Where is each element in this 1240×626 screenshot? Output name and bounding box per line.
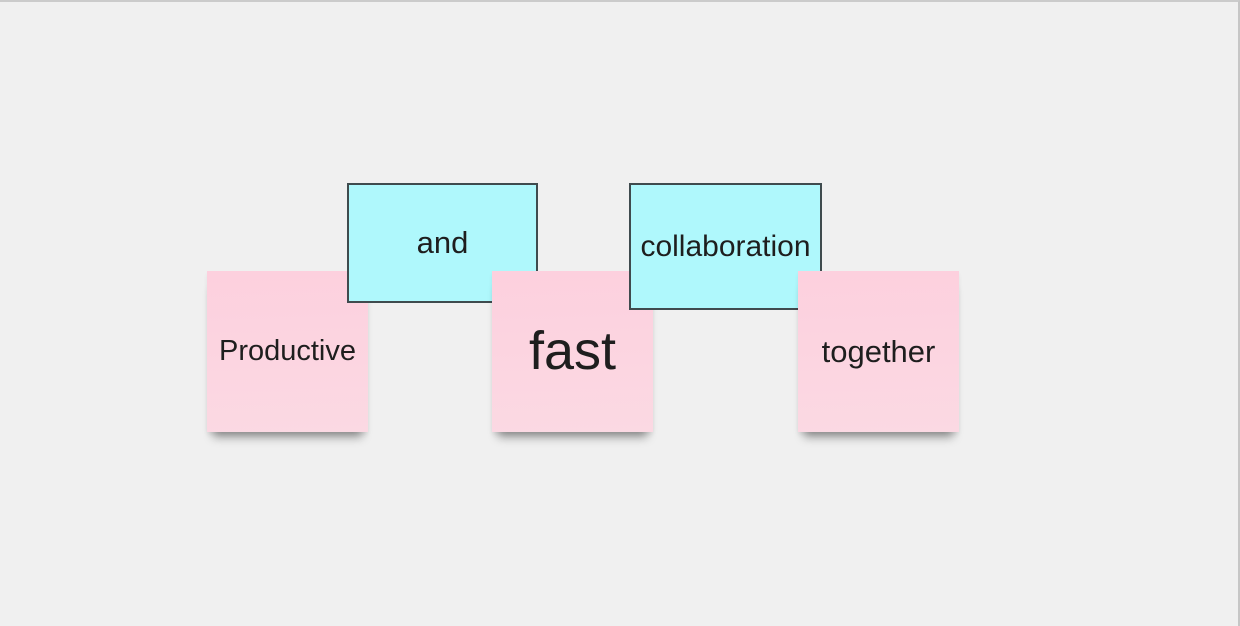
shape-text: and <box>416 225 469 261</box>
sticky-note-fast[interactable]: fast <box>492 271 653 432</box>
shape-rectangle-collaboration[interactable]: collaboration <box>629 183 822 310</box>
shape-rectangle-and[interactable]: and <box>347 183 538 303</box>
shape-text: collaboration <box>640 229 811 263</box>
sticky-note-text: fast <box>528 321 617 382</box>
sticky-note-text: Productive <box>218 335 356 368</box>
sticky-note-together[interactable]: together <box>798 271 959 432</box>
sticky-note-productive[interactable]: Productive <box>207 271 368 432</box>
sticky-note-text: together <box>821 333 936 369</box>
